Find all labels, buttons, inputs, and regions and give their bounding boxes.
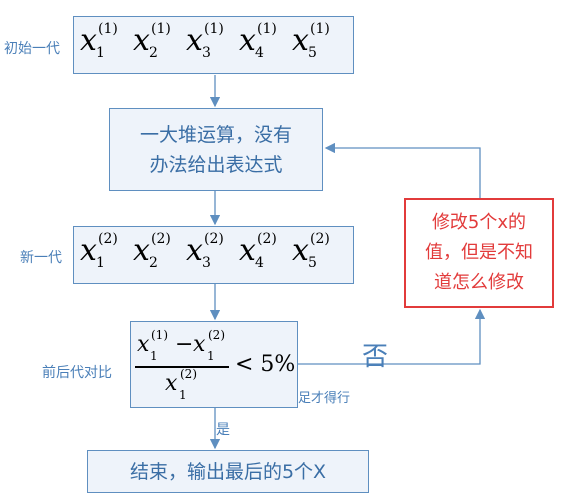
compute-text-line2: 办法给出表达式: [149, 153, 283, 176]
adjust-text-line3: 道怎么修改: [434, 272, 524, 293]
gen1-var-4: x(1)4: [239, 21, 277, 61]
numerator-term-b: x: [193, 332, 206, 357]
condition-box: x (1) 1 − x (2) 1 x (2) 1 < 5%: [130, 321, 298, 408]
gen2-var-3: x(2)3: [186, 231, 224, 271]
adjust-text-line1: 修改5个x的: [431, 212, 527, 233]
label-new-generation: 新一代: [20, 250, 62, 266]
gen2-box: x(2)1 x(2)2 x(2)3 x(2)4 x(2)5: [73, 226, 354, 284]
compute-box: 一大堆运算，没有 办法给出表达式: [109, 108, 323, 191]
label-initial-generation: 初始一代: [4, 41, 60, 57]
label-compare: 前后代对比: [42, 365, 112, 381]
numerator-term-a: x: [137, 332, 150, 357]
minus-sign: −: [175, 332, 194, 357]
adjust-box: 修改5个x的 值，但是不知 道怎么修改: [404, 198, 554, 308]
denominator-term: x: [165, 371, 178, 396]
gen1-var-2: x(1)2: [133, 21, 171, 61]
threshold-relation: < 5%: [235, 352, 296, 377]
fraction-bar: [135, 366, 229, 368]
compute-text-line1: 一大堆运算，没有: [139, 123, 292, 146]
gen2-var-1: x(2)1: [80, 231, 118, 271]
gen1-var-3: x(1)3: [186, 21, 224, 61]
arrow-adjust-to-compute: [324, 142, 481, 198]
adjust-text-line2: 值，但是不知: [425, 242, 533, 263]
gen1-box: x(1)1 x(1)2 x(1)3 x(1)4 x(1)5: [73, 16, 354, 74]
gen1-var-5: x(1)5: [292, 21, 330, 61]
gen1-var-1: x(1)1: [80, 21, 118, 61]
label-no: 否: [362, 342, 389, 372]
end-text: 结束，输出最后的5个X: [129, 460, 327, 483]
end-box: 结束，输出最后的5个X: [87, 450, 369, 493]
gen2-var-4: x(2)4: [239, 231, 277, 271]
label-yes: 是: [216, 422, 230, 438]
condition-formula: x (1) 1 − x (2) 1 x (2) 1 < 5%: [135, 328, 296, 402]
gen2-var-5: x(2)5: [292, 231, 330, 271]
gen2-var-2: x(2)2: [133, 231, 171, 271]
arrow-condition-to-adjust: [298, 308, 486, 365]
